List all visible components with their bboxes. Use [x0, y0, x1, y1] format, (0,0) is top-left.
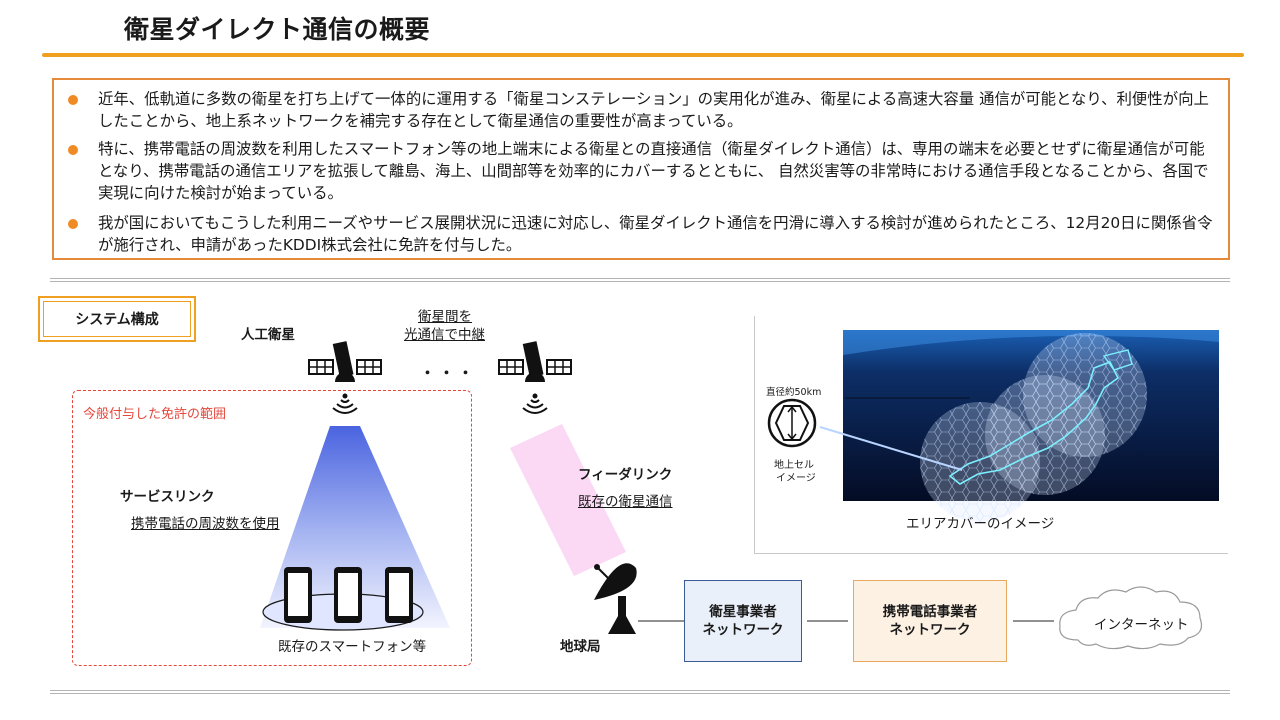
satellite-operator-line1: 衛星事業者 [709, 604, 777, 620]
bullet-dot-icon [68, 95, 78, 105]
satellite-icon [498, 341, 572, 382]
section-divider-bottom [50, 690, 1230, 694]
smartphone-icon [334, 567, 362, 623]
satellite-operator-line2: ネットワーク [702, 622, 784, 638]
smartphone-icon [385, 567, 413, 623]
summary-bullet-1: 近年、低軌道に多数の衛星を打ち上げて一体的に運用する「衛星コンステレーション」の… [68, 88, 1218, 132]
signal-waves-icon [332, 393, 358, 414]
area-coverage-panel [754, 316, 1228, 554]
satellite-dish-icon [594, 563, 637, 634]
service-link-note: 携帯電話の周波数を使用 [131, 516, 280, 532]
internet-label: インターネット [1094, 617, 1189, 633]
title-underline [42, 53, 1244, 57]
mobile-operator-line2: ネットワーク [889, 622, 971, 638]
ground-cell-label-line2: イメージ [776, 473, 816, 484]
system-config-label: システム構成 [43, 301, 191, 337]
signal-waves-icon [522, 393, 548, 414]
smartphone-icon [284, 567, 312, 623]
summary-bullet-3: 我が国においてもこうした利用ニーズやサービス展開状況に迅速に対応し、衛星ダイレク… [68, 212, 1218, 256]
system-config-label-box: システム構成 [38, 296, 196, 342]
bullet-text: 特に、携帯電話の周波数を利用したスマートフォン等の地上端末による衛星との直接通信… [98, 140, 1209, 202]
feeder-link-label: フィーダリンク [578, 467, 673, 483]
summary-bullet-2: 特に、携帯電話の周波数を利用したスマートフォン等の地上端末による衛星との直接通信… [68, 138, 1218, 204]
more-satellites-ellipsis: ・・・ [420, 364, 478, 382]
satellite-operator-network-box: 衛星事業者 ネットワーク [684, 580, 802, 662]
bullet-dot-icon [68, 145, 78, 155]
ground-cell-label-line1: 地上セル [774, 460, 814, 471]
mobile-operator-line1: 携帯電話事業者 [882, 604, 978, 620]
section-divider-top [50, 278, 1230, 282]
inter-satellite-label-line1: 衛星間を [418, 309, 472, 325]
license-scope-box: 今般付与した免許の範囲 [72, 390, 472, 666]
ground-cell-icon [767, 398, 817, 448]
earth-station-label: 地球局 [560, 639, 601, 655]
cell-diameter-label: 直径約50km [766, 387, 822, 398]
page-title: 衛星ダイレクト通信の概要 [124, 15, 431, 44]
mobile-operator-network-box: 携帯電話事業者 ネットワーク [853, 580, 1007, 662]
summary-box: 近年、低軌道に多数の衛星を打ち上げて一体的に運用する「衛星コンステレーション」の… [52, 78, 1230, 260]
bullet-text: 近年、低軌道に多数の衛星を打ち上げて一体的に運用する「衛星コンステレーション」の… [98, 90, 1209, 130]
license-scope-label: 今般付与した免許の範囲 [83, 407, 227, 422]
smartphones-label: 既存のスマートフォン等 [278, 639, 427, 655]
area-cover-caption: エリアカバーのイメージ [906, 516, 1055, 532]
service-link-label: サービスリンク [120, 489, 215, 505]
satellite-label: 人工衛星 [241, 327, 295, 343]
bullet-dot-icon [68, 219, 78, 229]
feeder-link-note: 既存の衛星通信 [578, 494, 673, 510]
inter-satellite-label-line2: 光通信で中継 [404, 327, 485, 343]
satellite-icon [308, 341, 382, 382]
bullet-text: 我が国においてもこうした利用ニーズやサービス展開状況に迅速に対応し、衛星ダイレク… [98, 214, 1213, 254]
feeder-link-beam [510, 424, 626, 576]
area-coverage-image [819, 330, 1219, 522]
internet-cloud-icon [1059, 586, 1203, 650]
